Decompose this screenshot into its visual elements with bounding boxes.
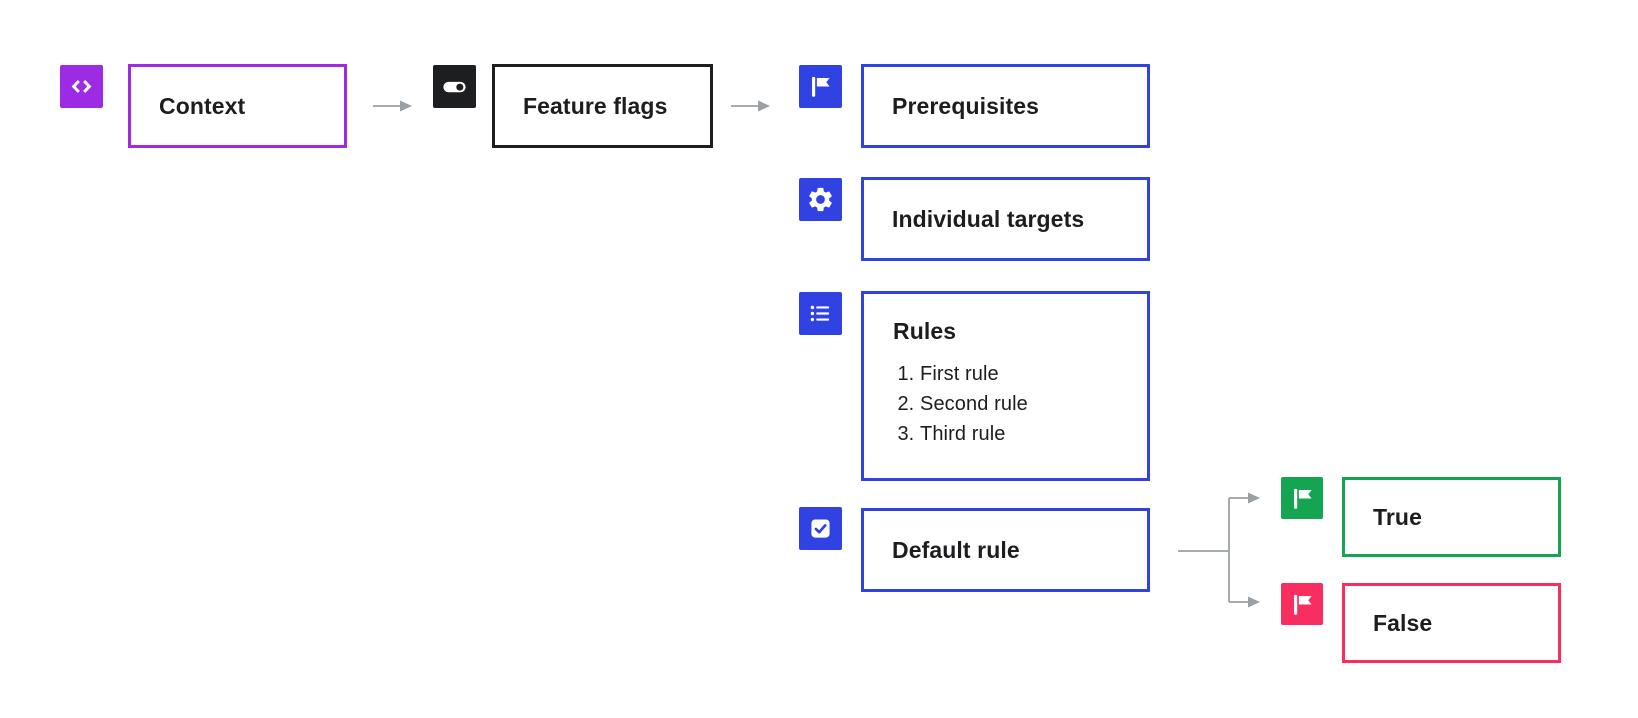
flag-icon <box>1281 477 1323 519</box>
rules-label: Rules <box>893 318 957 344</box>
rules-list-item: Third rule <box>920 419 1028 449</box>
toggle-icon <box>433 65 476 108</box>
code-icon <box>60 65 103 108</box>
feature-flags-label: Feature flags <box>523 92 668 119</box>
default-rule-label: Default rule <box>892 536 1020 563</box>
feature-flags-node: Feature flags <box>492 64 713 148</box>
flag-icon <box>799 65 842 108</box>
individual-targets-label: Individual targets <box>892 205 1085 232</box>
outcome-false-node: False <box>1342 583 1561 663</box>
individual-targets-node: Individual targets <box>861 177 1150 261</box>
rules-list: First ruleSecond ruleThird rule <box>893 359 1028 449</box>
outcome-false-label: False <box>1373 609 1433 636</box>
flag-icon <box>1281 583 1323 625</box>
rules-list-item: First rule <box>920 359 1028 389</box>
outcome-true-node: True <box>1342 477 1561 557</box>
arrow-feature-flags-to-prerequisites <box>731 100 770 112</box>
default-rule-node: Default rule <box>861 508 1150 592</box>
rules-list-item: Second rule <box>920 389 1028 419</box>
prerequisites-node: Prerequisites <box>861 64 1150 148</box>
gear-icon <box>799 178 842 221</box>
checkbox-icon <box>799 507 842 550</box>
prerequisites-label: Prerequisites <box>892 92 1040 119</box>
arrow-context-to-feature-flags <box>373 100 412 112</box>
outcome-true-label: True <box>1373 503 1422 530</box>
context-label: Context <box>159 92 246 119</box>
branch-default-rule-to-outcomes <box>1178 492 1260 608</box>
context-node: Context <box>128 64 347 148</box>
rules-node: Rules First ruleSecond ruleThird rule <box>861 291 1150 481</box>
ordered-list-icon <box>799 292 842 335</box>
